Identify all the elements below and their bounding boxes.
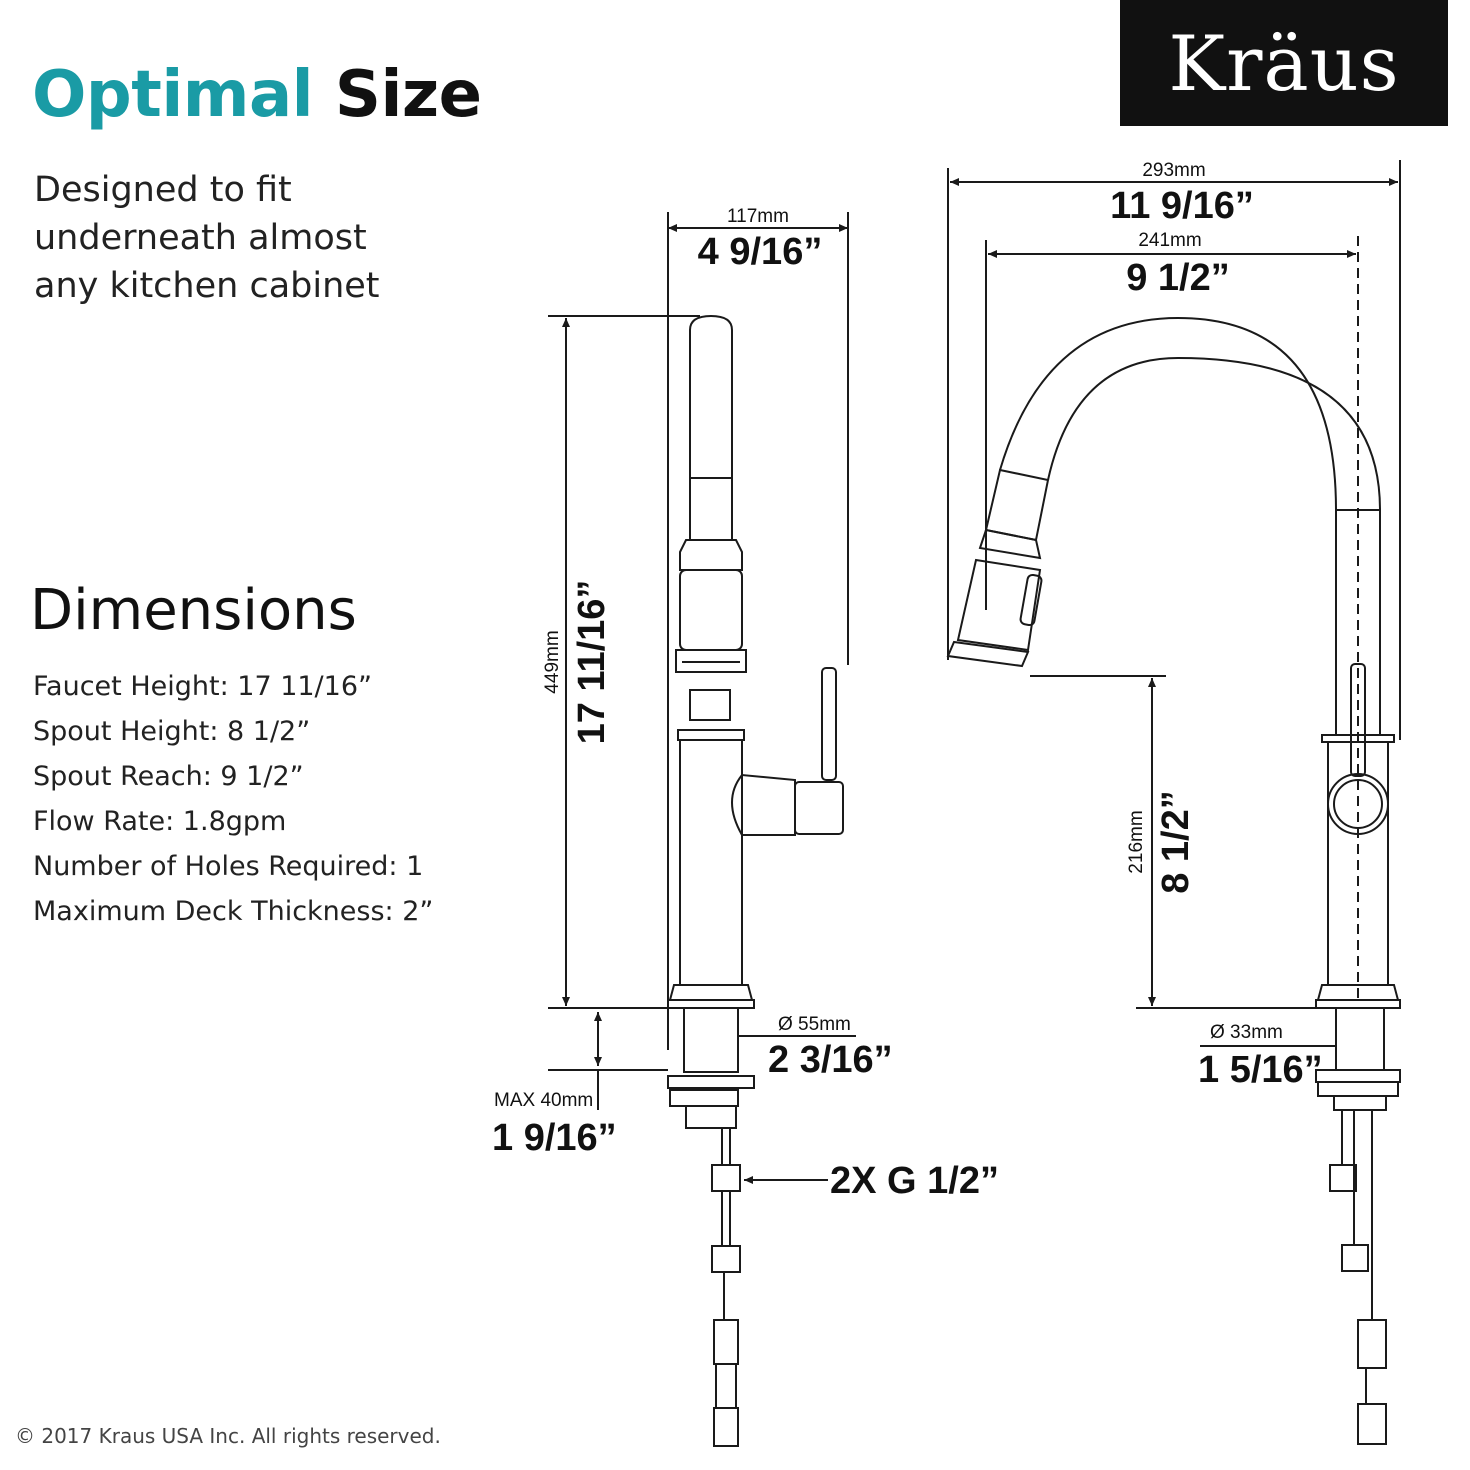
gooseneck-inner (1047, 356, 1381, 735)
spec-faucet-height: Faucet Height: 17 11/16” (33, 671, 373, 702)
spray-neck (984, 468, 1050, 542)
mount-nut (1317, 1081, 1399, 1097)
mount-plate (667, 1075, 755, 1089)
collar-ring (677, 729, 745, 741)
mount-body (1333, 1095, 1387, 1111)
front-reach-mm: 241mm (1138, 230, 1201, 251)
connector-size: 2X G 1/2” (830, 1160, 999, 1202)
check-valve (713, 1319, 739, 1365)
handle-lever (1350, 663, 1366, 777)
shank (683, 1007, 739, 1073)
front-base-mm: Ø 33mm (1210, 1022, 1283, 1043)
sprayer-body (679, 569, 743, 651)
spray-button (1019, 573, 1043, 627)
spec-deck-thickness: Maximum Deck Thickness: 2” (33, 896, 434, 927)
intro-line: any kitchen cabinet (34, 266, 380, 306)
side-height-mm: 449mm (542, 630, 563, 693)
base-ring (668, 984, 754, 1001)
hose-connector (711, 1245, 741, 1273)
spray-collar (978, 528, 1042, 560)
spray-body (956, 558, 1042, 652)
side-width-mm: 117mm (727, 206, 789, 227)
spout-tube (689, 314, 733, 540)
shank (1335, 1007, 1385, 1071)
handle-cap (794, 781, 844, 835)
front-base-in: 1 5/16” (1198, 1049, 1323, 1091)
title-accent: Optimal (32, 58, 314, 132)
neck (689, 689, 731, 721)
front-overall-in: 11 9/16” (1110, 185, 1254, 227)
mount-body (685, 1105, 737, 1129)
spec-spout-height: Spout Height: 8 1/2” (33, 716, 311, 747)
spec-flow-rate: Flow Rate: 1.8gpm (33, 806, 287, 837)
base-flange (1315, 999, 1401, 1009)
deck-max-mm: MAX 40mm (494, 1090, 593, 1111)
deck-max-in: 1 9/16” (492, 1117, 617, 1159)
side-base-mm: Ø 55mm (778, 1014, 851, 1035)
intro-text: Designed to fit underneath almost any ki… (34, 166, 380, 310)
check-valve (1357, 1319, 1387, 1369)
copyright-notice: © 2017 Kraus USA Inc. All rights reserve… (15, 1424, 441, 1448)
front-spout-mm: 216mm (1126, 810, 1147, 873)
spec-list: Faucet Height: 17 11/16” Spout Height: 8… (33, 664, 433, 934)
hose-connector (711, 1164, 741, 1192)
handle-hub (1327, 773, 1389, 835)
mount-plate (1315, 1069, 1401, 1083)
front-reach-in: 9 1/2” (1126, 257, 1230, 299)
collar-ring (1321, 734, 1395, 743)
side-view-faucet (548, 212, 856, 1447)
title-rest: Size (334, 58, 482, 132)
mount-nut (669, 1089, 739, 1107)
side-base-in: 2 3/16” (768, 1039, 893, 1081)
logo-wordmark: Kräus (1168, 18, 1400, 108)
front-spout-in: 8 1/2” (1155, 790, 1197, 894)
side-height-in: 17 11/16” (571, 580, 613, 745)
gooseneck-outer (999, 316, 1337, 735)
handle-lever (821, 667, 837, 781)
intro-line: underneath almost (34, 218, 367, 258)
base-flange (667, 999, 755, 1009)
faucet-body (679, 740, 743, 986)
brand-logo: Kräus (1120, 0, 1448, 126)
front-overall-mm: 293mm (1142, 160, 1205, 181)
sprayer-head (675, 649, 747, 673)
intro-line: Designed to fit (34, 170, 292, 210)
hose-connector (1341, 1244, 1369, 1272)
hose-connector (1329, 1164, 1357, 1192)
sprayer-collar (679, 539, 743, 571)
spec-spout-reach: Spout Reach: 9 1/2” (33, 761, 304, 792)
page-title: Optimal Size (32, 58, 482, 132)
hose-end (1357, 1403, 1387, 1445)
handle-body (731, 773, 796, 836)
check-valve (715, 1363, 737, 1409)
hose-end (713, 1407, 739, 1447)
front-view-faucet (946, 160, 1401, 1445)
handle-hub-inner (1333, 779, 1383, 829)
spray-face (946, 640, 1030, 668)
dimensions-heading: Dimensions (30, 578, 357, 643)
spec-holes: Number of Holes Required: 1 (33, 851, 424, 882)
side-width-in: 4 9/16” (698, 231, 823, 273)
